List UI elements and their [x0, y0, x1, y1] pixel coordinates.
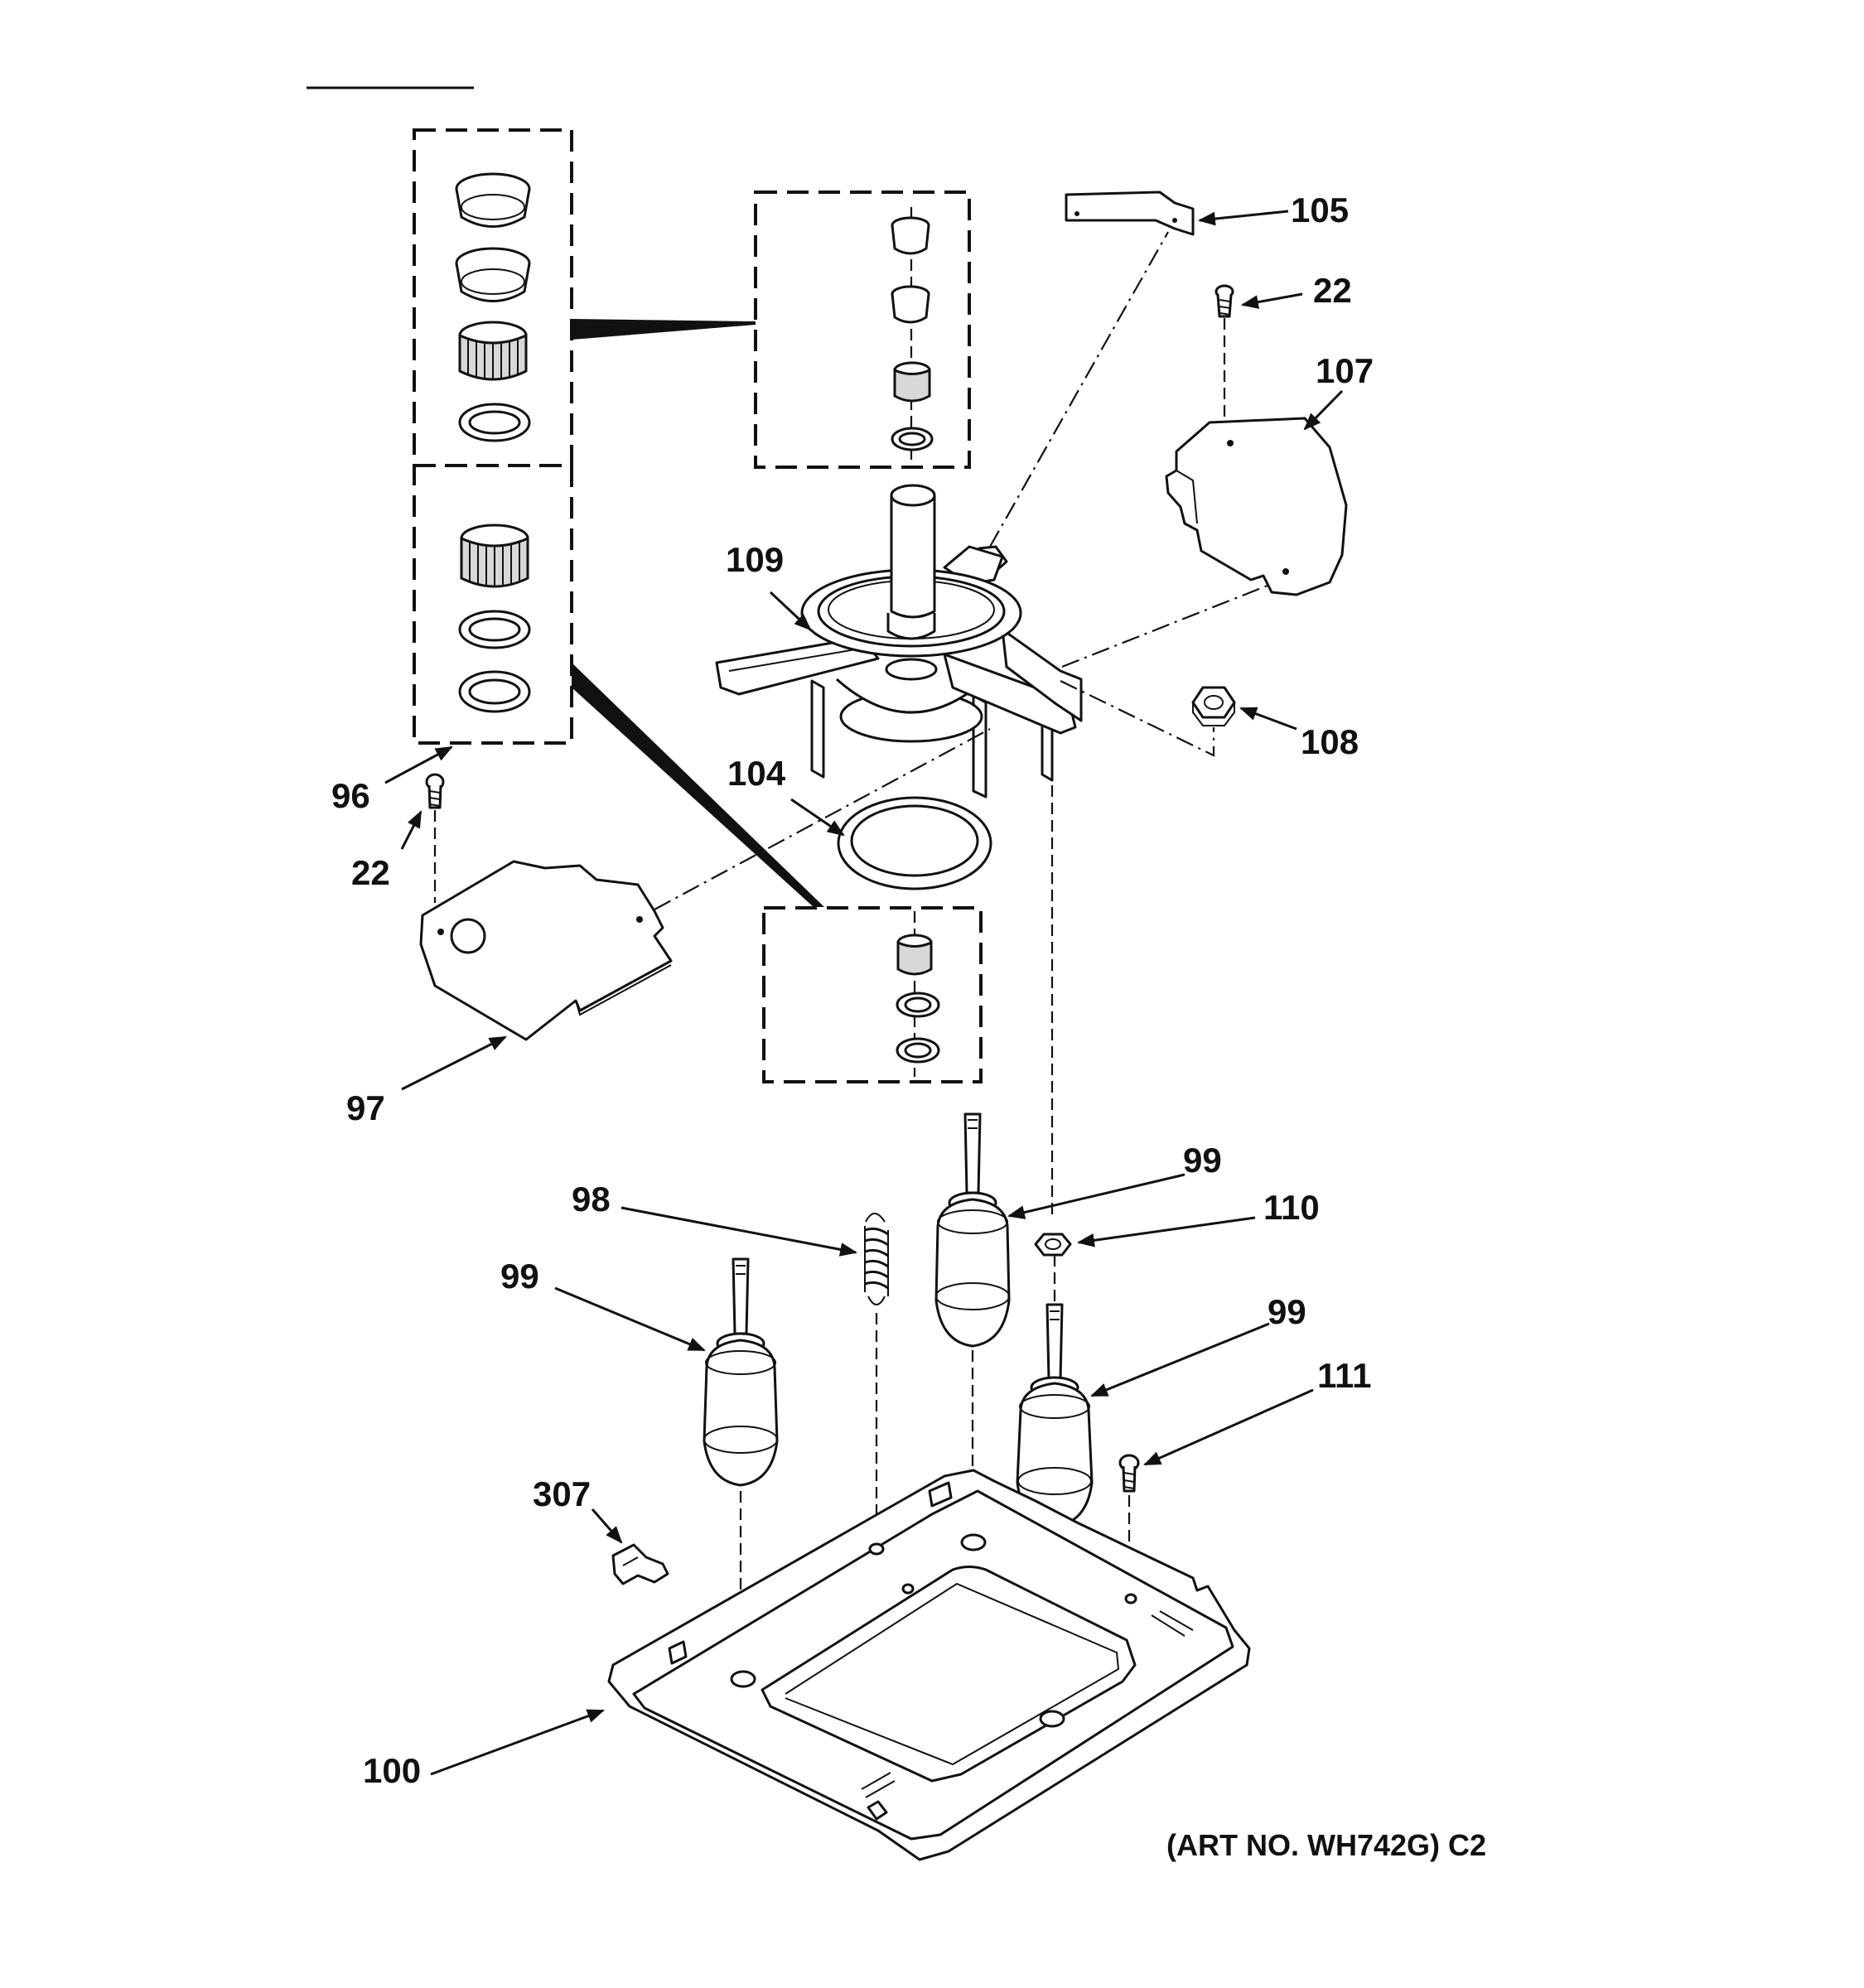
part-100-base — [607, 1469, 1251, 1861]
part-105-bracket — [1065, 191, 1195, 236]
upper-seal-2 — [891, 285, 930, 324]
seal-ring-2 — [455, 247, 531, 302]
upper-bearing — [893, 361, 931, 403]
leader-104 — [790, 798, 845, 837]
upper-race — [891, 427, 934, 451]
callout-22-top: 22 — [1313, 271, 1352, 310]
race-ring-2 — [458, 610, 531, 649]
part-98-spring — [864, 1213, 889, 1524]
part-110-washer — [1034, 1233, 1072, 1305]
roller-bearing-1 — [458, 321, 528, 381]
leader-111 — [1143, 1388, 1314, 1466]
centerline-to-105 — [989, 231, 1169, 548]
centerline-to-108 — [1060, 680, 1215, 757]
race-ring-1 — [458, 403, 531, 442]
callout-110: 110 — [1263, 1188, 1320, 1227]
part-99-damper-middle — [934, 1112, 1011, 1537]
part-22-screw-top — [1214, 284, 1234, 422]
upper-bearing-box — [754, 191, 971, 469]
callout-111: 111 — [1317, 1356, 1371, 1395]
callout-107: 107 — [1316, 351, 1374, 390]
part-104-ring — [837, 796, 992, 890]
callout-96: 96 — [331, 776, 370, 815]
callout-105: 105 — [1291, 191, 1349, 229]
leader-108 — [1239, 707, 1297, 731]
leader-lines — [384, 210, 1344, 1776]
part-22-screw-left — [425, 773, 445, 903]
roller-bearing-2 — [460, 524, 529, 588]
upper-seal-1 — [891, 216, 930, 255]
centerline-to-107 — [1061, 582, 1272, 668]
leader-96 — [384, 746, 453, 784]
leader-307 — [591, 1508, 623, 1544]
callout-98: 98 — [572, 1180, 611, 1218]
part-307-clip — [611, 1543, 669, 1585]
callout-97: 97 — [346, 1088, 385, 1127]
leader-110 — [1076, 1216, 1256, 1247]
leader-107 — [1303, 389, 1344, 431]
callout-108: 108 — [1301, 722, 1359, 761]
lower-bearing-box — [762, 906, 983, 1083]
bearing-kit-96-box — [413, 128, 573, 745]
lower-race-1 — [896, 992, 940, 1018]
callout-99-left: 99 — [500, 1257, 539, 1296]
part-97-cover — [419, 860, 673, 1041]
leader-109 — [769, 591, 812, 631]
callout-307: 307 — [533, 1474, 591, 1513]
kit-connector-bottom — [572, 663, 824, 907]
part-99-damper-right — [1016, 1303, 1094, 1715]
callout-99-right: 99 — [1268, 1292, 1306, 1331]
part-108-nut — [1191, 686, 1236, 726]
leader-99-mid — [1007, 1173, 1186, 1219]
callout-99-mid: 99 — [1183, 1141, 1222, 1180]
leader-22-left — [400, 810, 423, 850]
leader-99-right — [1090, 1322, 1270, 1397]
callout-labels: 105 22 107 109 108 96 22 104 97 99 110 9… — [331, 191, 1374, 1790]
callout-100: 100 — [363, 1751, 421, 1790]
callout-104: 104 — [727, 754, 786, 793]
lower-bearing — [896, 934, 933, 976]
part-99-damper-left — [703, 1257, 779, 1673]
leader-100 — [430, 1709, 605, 1776]
part-111-screw — [1118, 1454, 1140, 1599]
kit-connector-top — [572, 319, 756, 340]
leader-97 — [401, 1035, 507, 1091]
leader-98 — [621, 1206, 858, 1257]
race-ring-3 — [458, 670, 531, 713]
art-number: (ART NO. WH742G) C2 — [1166, 1828, 1486, 1862]
leader-22-top — [1240, 292, 1303, 309]
part-109-transmission-assembly — [715, 484, 1083, 799]
part-107-cover — [1165, 417, 1348, 596]
seal-ring-1 — [455, 172, 531, 228]
callout-22-left: 22 — [351, 853, 390, 892]
leader-99-left — [554, 1286, 706, 1352]
callout-109: 109 — [726, 540, 784, 579]
lower-race-2 — [896, 1037, 940, 1064]
leader-105 — [1197, 210, 1289, 226]
